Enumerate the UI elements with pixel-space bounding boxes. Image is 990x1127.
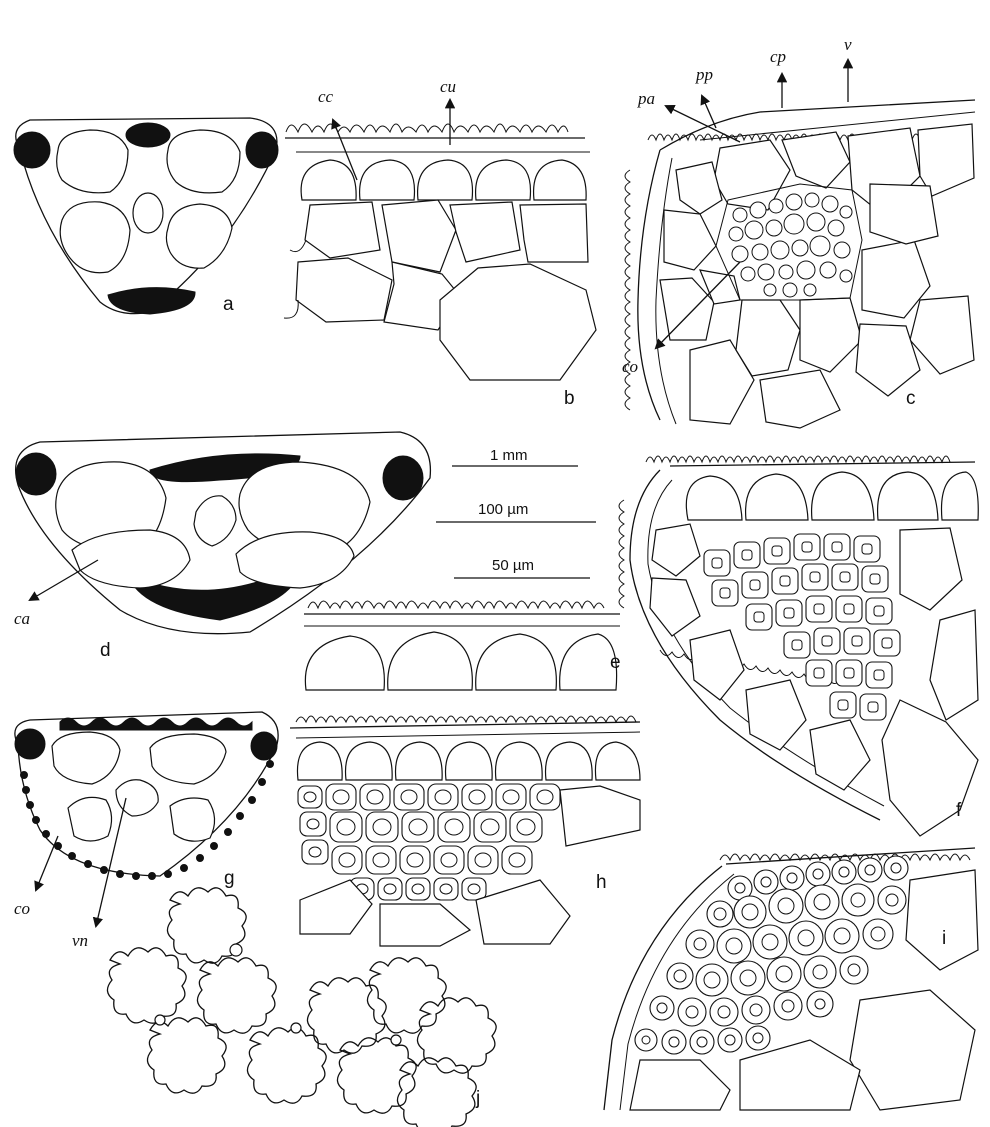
panel-c-figure: [625, 100, 975, 428]
fiber-strands-bottom: [21, 761, 274, 880]
panel-g-figure: [15, 712, 278, 880]
label-ca: ca: [14, 609, 30, 628]
panel-h-figure: [290, 716, 640, 946]
vascular-bundle-cells: [729, 193, 852, 297]
panel-b-figure: [284, 124, 596, 380]
sclerenchyma-cluster-h: [298, 784, 560, 900]
label-co-c: co: [622, 357, 638, 376]
panel-label-c: c: [906, 388, 916, 409]
scale-label-50um: 50 µm: [492, 557, 534, 574]
label-co-g: co: [14, 899, 30, 918]
label-pp: pp: [695, 65, 713, 84]
panel-label-g: g: [224, 868, 235, 889]
panel-i-figure: [604, 848, 978, 1110]
panel-label-j: j: [475, 1088, 480, 1109]
scale-label-1mm: 1 mm: [490, 447, 528, 464]
panel-f-figure: [619, 456, 978, 836]
panel-label-a: a: [223, 294, 234, 315]
sclerenchyma-cluster-f: [704, 534, 900, 720]
panel-label-e: e: [610, 652, 621, 673]
panel-e-figure: [304, 601, 620, 690]
label-pa: pa: [637, 89, 655, 108]
panel-d-figure: [16, 432, 431, 634]
scale-label-100um: 100 µm: [478, 501, 528, 518]
panel-label-i: i: [942, 928, 946, 949]
label-cc: cc: [318, 87, 334, 106]
panel-label-h: h: [596, 872, 607, 893]
panel-a-figure: [14, 118, 278, 314]
label-cu: cu: [440, 77, 456, 96]
panel-label-d: d: [100, 640, 111, 661]
label-cp: cp: [770, 47, 786, 66]
label-vn: vn: [72, 931, 88, 950]
fiber-strands-top: [60, 718, 252, 730]
panel-label-f: f: [956, 800, 962, 821]
label-v: v: [844, 35, 852, 54]
panel-label-b: b: [564, 388, 575, 409]
